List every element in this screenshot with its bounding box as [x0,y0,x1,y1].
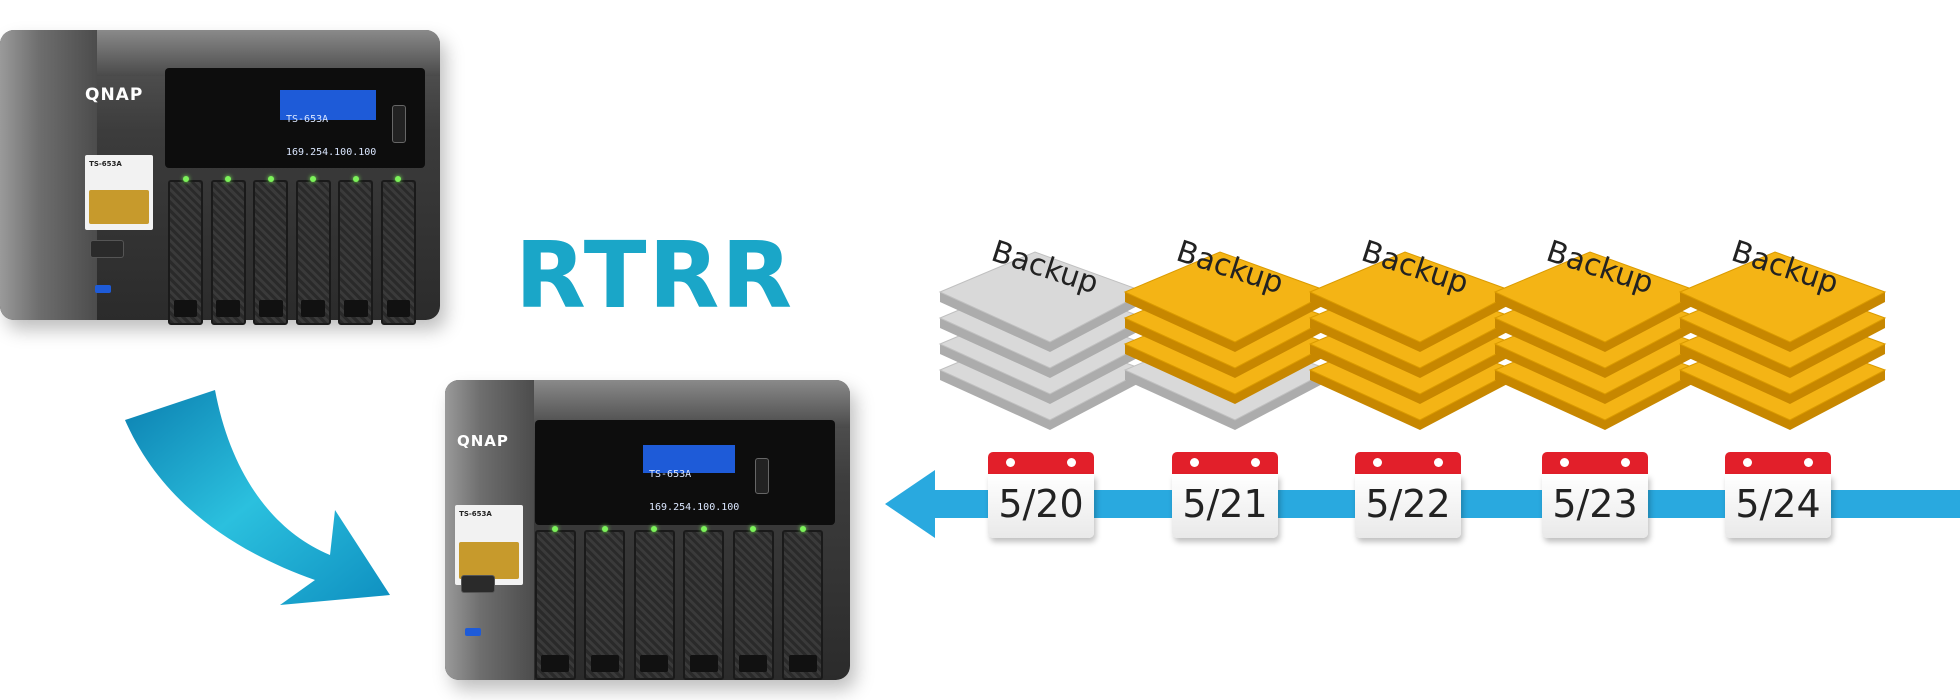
restore-arrow-icon [125,390,390,605]
nas-secondary: QNAP TS-653A 169.254.100.100 TS-653A [445,380,850,680]
drive-bay[interactable] [168,176,204,325]
backup-stack: Backup [1308,230,1520,440]
usb-port[interactable] [465,628,481,636]
backup-stack: Backup [1678,230,1890,440]
lcd-ip: 169.254.100.100 [286,147,377,158]
nas-primary: QNAP TS-653A 169.254.100.100 TS-653A [0,30,440,325]
calendar-icon: 5/20 [988,452,1094,538]
calendar-icon: 5/24 [1725,452,1831,538]
lcd-model: TS-653A [286,114,329,125]
drive-bay[interactable] [535,526,576,680]
calendar-date: 5/22 [1365,482,1451,526]
calendar-date: 5/21 [1182,482,1268,526]
lcd-model: TS-653A [649,469,692,480]
usb-port[interactable] [95,285,111,293]
nas-lcd: TS-653A 169.254.100.100 [643,445,739,513]
calendar-date: 5/20 [998,482,1084,526]
drive-bay[interactable] [380,176,417,325]
nas-brand: QNAP [457,432,509,450]
drive-bay[interactable] [210,176,246,325]
model-label: TS-653A [85,155,153,230]
calendar-date: 5/24 [1735,482,1821,526]
lcd-ip: 169.254.100.100 [649,502,740,513]
backup-layer [1678,251,1887,352]
backup-stack: Backup [1493,230,1705,440]
drive-bay[interactable] [732,526,774,680]
page-title: RTRR [515,222,795,329]
drive-bay[interactable] [633,526,675,680]
calendar-icon: 5/22 [1355,452,1461,538]
nas-brand: QNAP [85,85,144,105]
calendar-date: 5/23 [1552,482,1638,526]
power-button[interactable] [461,575,495,593]
drive-bays [168,176,417,325]
drive-bay[interactable] [683,526,725,680]
drive-bay[interactable] [253,176,289,325]
calendar-icon: 5/21 [1172,452,1278,538]
backup-stack: Backup [1123,230,1335,440]
backup-stack: Backup [938,230,1150,440]
drive-bay[interactable] [338,176,374,325]
model-label: TS-653A [455,505,523,585]
power-button[interactable] [90,240,124,258]
drive-bay[interactable] [782,526,823,680]
calendar-icon: 5/23 [1542,452,1648,538]
drive-bay[interactable] [295,176,331,325]
drive-bays [535,526,823,680]
nas-lcd: TS-653A 169.254.100.100 [280,90,376,158]
drive-bay[interactable] [584,526,626,680]
